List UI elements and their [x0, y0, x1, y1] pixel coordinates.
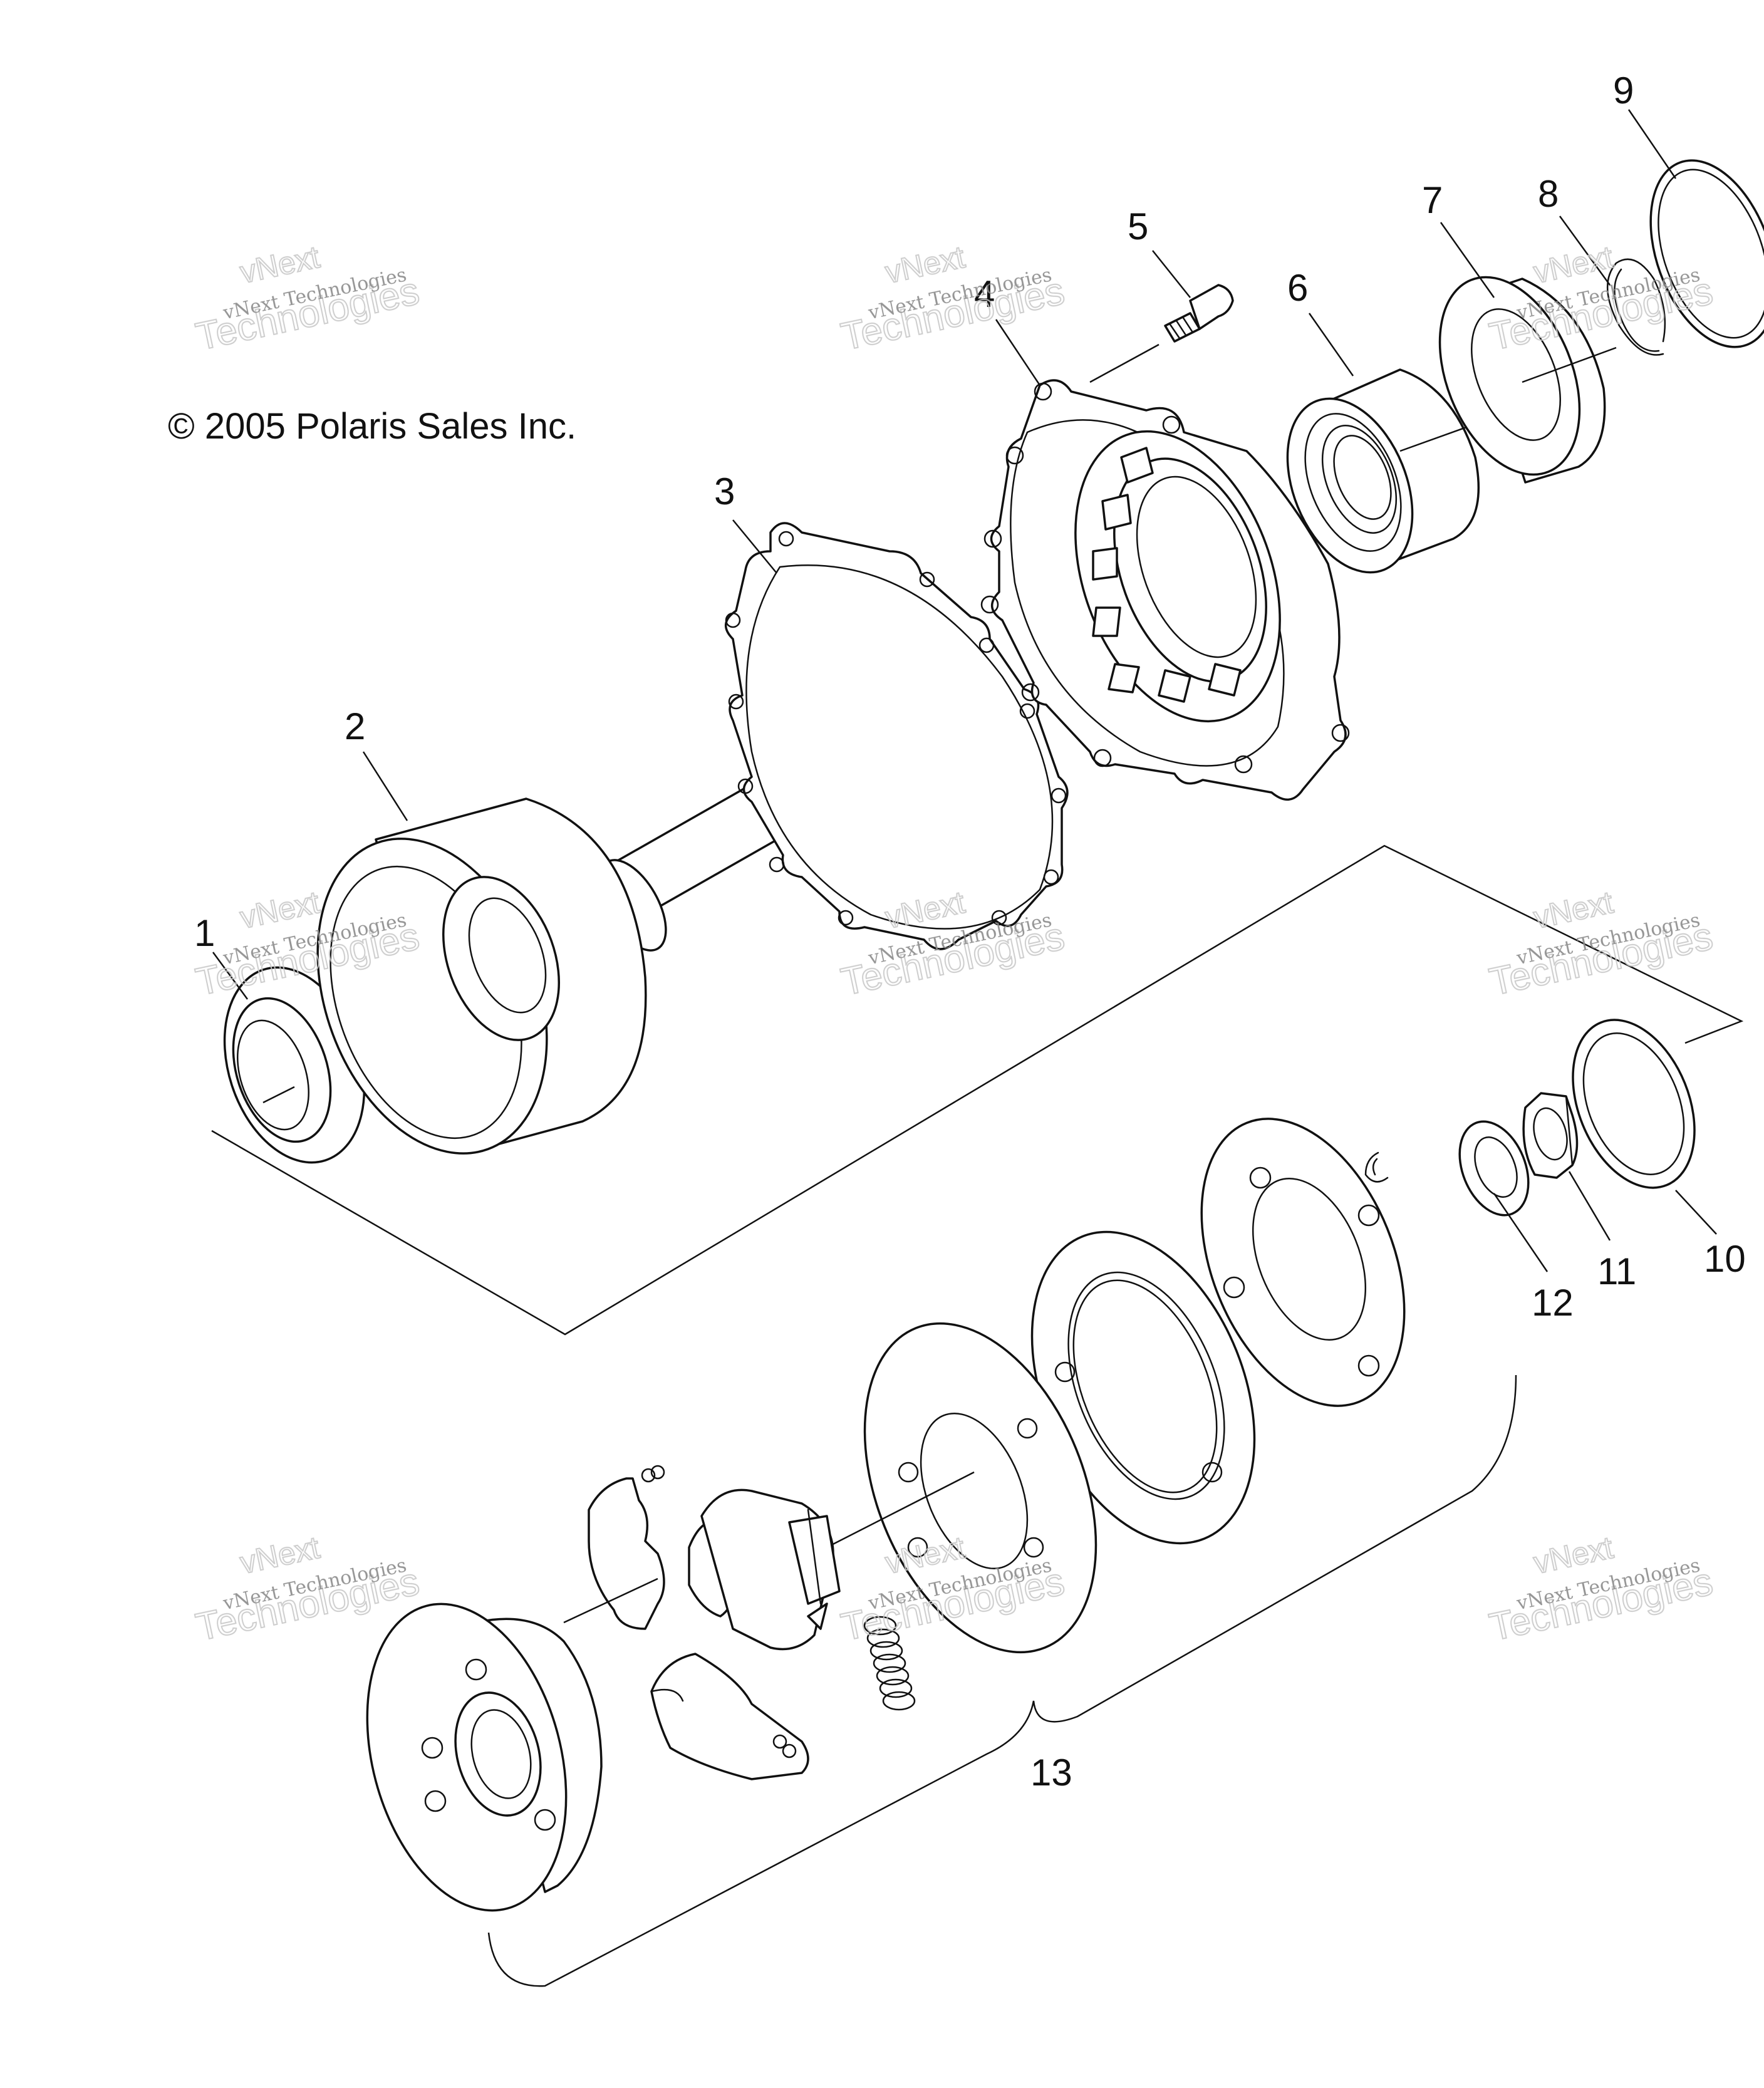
svg-text:vNext: vNext	[237, 1530, 323, 1581]
part-7-seal	[1438, 276, 1617, 484]
callout-6: 6	[1287, 267, 1308, 309]
callout-5: 5	[1128, 205, 1148, 247]
svg-text:vNext: vNext	[1530, 885, 1616, 935]
callout-13: 13	[1030, 1752, 1072, 1794]
part-10-washer	[1572, 1019, 1696, 1189]
watermark-1: vNext Technologies vNext Technologies	[192, 239, 423, 360]
callout-3: 3	[714, 470, 735, 512]
watermark-9: vNext Technologies vNext Technologies	[1485, 1529, 1717, 1650]
callout-10: 10	[1704, 1238, 1746, 1280]
leader-lines	[212, 109, 1717, 1272]
callout-9: 9	[1613, 70, 1634, 112]
group-bracket-upper	[211, 844, 1744, 1336]
part-5-bolt	[1089, 284, 1234, 383]
part-11-nut	[1522, 1092, 1579, 1179]
group-brace-13	[487, 1374, 1517, 1987]
part-9-shim	[1649, 159, 1764, 348]
watermark-7: vNext Technologies vNext Technologies	[192, 1529, 423, 1650]
callout-4: 4	[974, 273, 995, 315]
watermark-6: vNext Technologies vNext Technologies	[1485, 884, 1717, 1005]
part-8-snap-ring	[1606, 258, 1666, 356]
copyright-text: © 2005 Polaris Sales Inc.	[168, 406, 576, 447]
callout-2: 2	[345, 705, 365, 747]
svg-text:vNext: vNext	[1530, 1530, 1616, 1581]
part-13-clutch-assembly	[366, 1118, 1406, 1912]
callout-11: 11	[1597, 1250, 1636, 1292]
svg-text:vNext: vNext	[237, 885, 323, 935]
part-6-bearing	[1286, 368, 1523, 574]
svg-text:vNext: vNext	[882, 239, 968, 290]
part-2-clutch-drum	[316, 745, 853, 1155]
callout-1: 1	[194, 912, 215, 954]
callout-12: 12	[1532, 1282, 1574, 1324]
callout-labels: 1 2 3 4 5 6 7 8 9 10 11 12 13	[194, 70, 1746, 1794]
part-3-gasket	[725, 522, 1069, 950]
part-12-lock-washer	[1458, 1120, 1530, 1217]
callout-8: 8	[1538, 173, 1559, 215]
callout-7: 7	[1422, 179, 1443, 221]
clutch-spring	[863, 1616, 916, 1711]
part-e-clip	[1364, 1151, 1389, 1183]
part-4-housing	[980, 379, 1350, 801]
watermark-2: vNext Technologies vNext Technologies	[837, 239, 1069, 360]
svg-text:vNext: vNext	[237, 239, 323, 290]
svg-text:vNext: vNext	[1530, 239, 1616, 290]
